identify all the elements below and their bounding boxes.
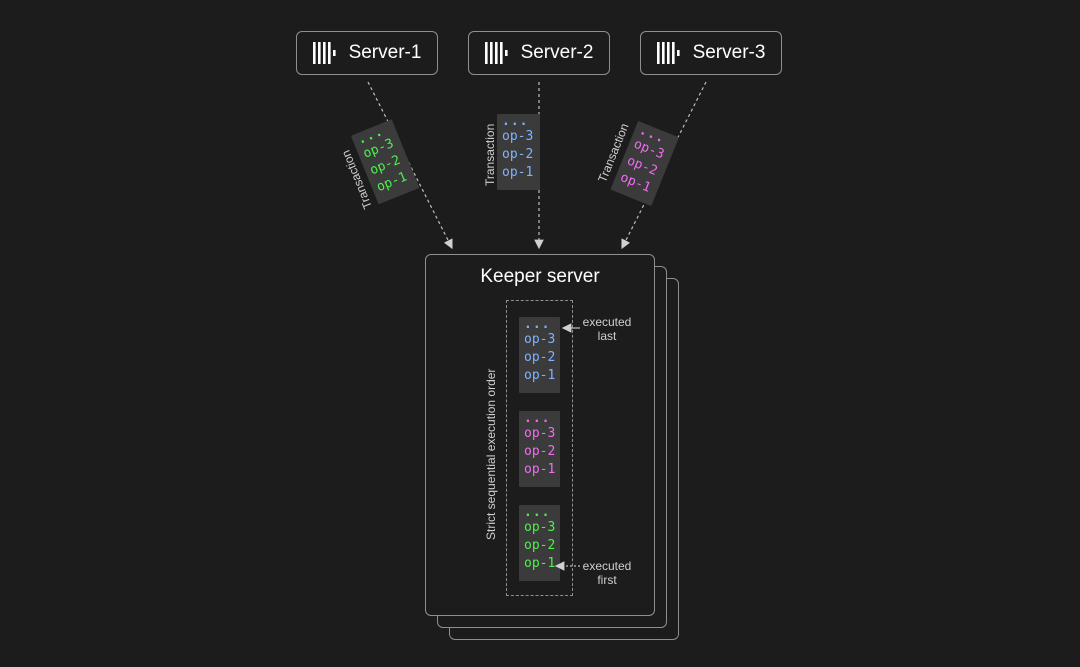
op-3: op-3 — [502, 129, 534, 144]
op-2: op-2 — [524, 538, 556, 553]
clickhouse-bars-icon — [656, 42, 683, 64]
op-3: op-3 — [524, 426, 556, 441]
note-line-2: first — [597, 573, 617, 587]
note-line-1: executed — [582, 315, 632, 329]
server-1-label: Server-1 — [348, 42, 422, 63]
arrow-server1 — [367, 81, 453, 250]
keeper-transaction-server-2: ... op-3 op-2 op-1 — [519, 317, 560, 393]
arrow-server3 — [621, 81, 707, 250]
server-3-label: Server-3 — [692, 42, 766, 63]
transaction-server-2: Transaction ... op-3 op-2 op-1 — [480, 114, 540, 194]
op-2: op-2 — [502, 147, 534, 162]
op-1: op-1 — [524, 368, 556, 383]
op-ellipsis: ... — [524, 317, 551, 332]
clickhouse-bars-icon — [312, 42, 339, 64]
keeper-transaction-server-1: ... op-3 op-2 op-1 — [519, 505, 560, 581]
op-1: op-1 — [524, 556, 556, 571]
note-executed-first: executed first — [576, 559, 638, 587]
server-2-label: Server-2 — [520, 42, 594, 63]
op-3: op-3 — [524, 332, 556, 347]
server-3-box: Server-3 — [640, 31, 782, 75]
op-ellipsis: ... — [524, 411, 551, 426]
op-3: op-3 — [524, 520, 556, 535]
op-ellipsis: ... — [524, 505, 551, 520]
server-1-box: Server-1 — [296, 31, 438, 75]
op-2: op-2 — [524, 350, 556, 365]
execution-order-box — [506, 300, 573, 596]
server-2-box: Server-2 — [468, 31, 610, 75]
note-line-1: executed — [582, 559, 632, 573]
note-line-2: last — [597, 329, 617, 343]
transaction-ops: ... op-3 op-2 op-1 — [497, 114, 540, 190]
op-2: op-2 — [524, 444, 556, 459]
op-ellipsis: ... — [502, 114, 529, 129]
keeper-server-title: Keeper server — [480, 266, 600, 287]
op-1: op-1 — [524, 462, 556, 477]
clickhouse-bars-icon — [484, 42, 511, 64]
note-executed-last: executed last — [576, 315, 638, 343]
keeper-transaction-server-3: ... op-3 op-2 op-1 — [519, 411, 560, 487]
op-1: op-1 — [502, 165, 534, 180]
